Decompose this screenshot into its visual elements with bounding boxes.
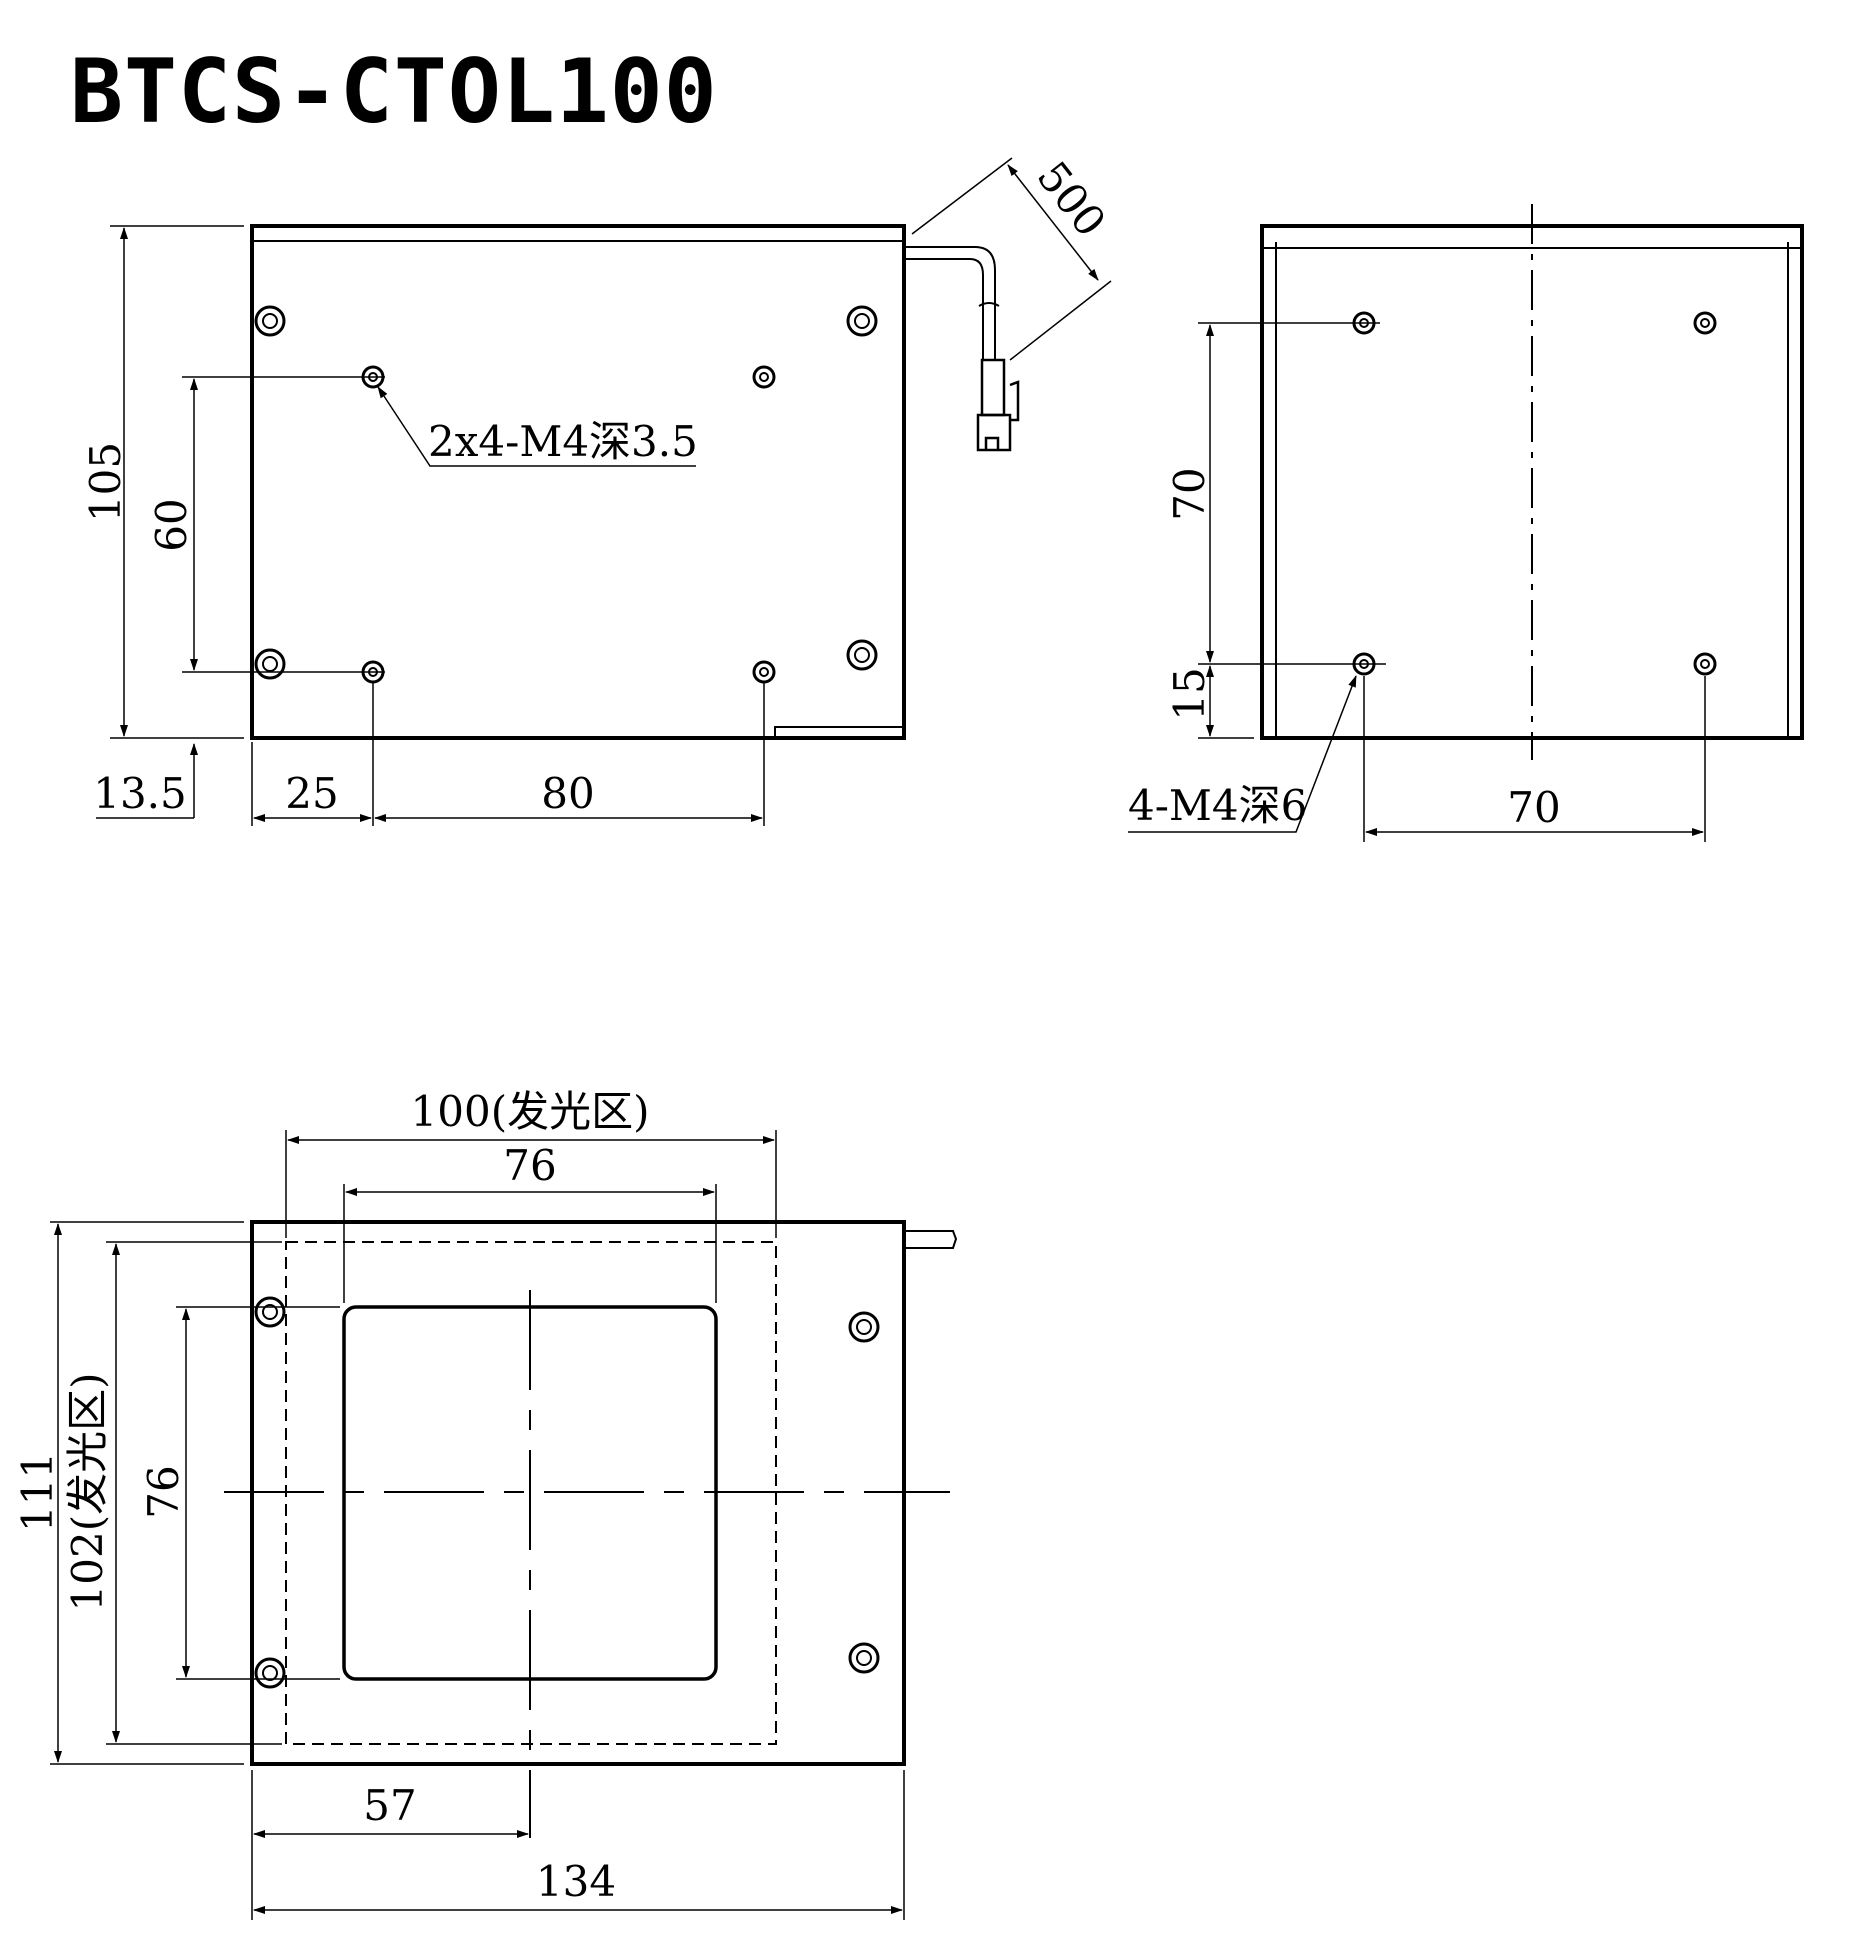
- drawing-title: BTCS-CTOL100: [70, 40, 718, 143]
- cable-dim-ext-2: [1009, 280, 1112, 361]
- bv-dim-label-134: 134: [536, 1857, 616, 1906]
- bv-dim-label-100: 100(发光区): [411, 1087, 650, 1136]
- front-view-labels: 105 60 13.5 25 80 2x4-M4深3.5 500: [81, 152, 1115, 818]
- dim-label-13-5: 13.5: [93, 769, 187, 818]
- dim-label-25: 25: [285, 769, 338, 818]
- bv-dim-label-111: 111: [13, 1452, 62, 1532]
- bv-dim-label-76-v: 76: [139, 1465, 188, 1518]
- cable: [904, 246, 996, 360]
- side-view: [1128, 204, 1804, 842]
- screw-icon: [846, 639, 878, 671]
- side-dim-label-70-h: 70: [1507, 783, 1560, 832]
- connector-icon: [976, 358, 1020, 452]
- screw-icon: [848, 1311, 880, 1343]
- hole-callout-label: 2x4-M4深3.5: [428, 417, 698, 466]
- screw-icon: [848, 1642, 880, 1674]
- side-dim-label-15: 15: [1165, 667, 1214, 720]
- side-hole-callout-label: 4-M4深6: [1128, 781, 1307, 830]
- screw-icon: [254, 1657, 286, 1689]
- hole-callout-leader: [377, 386, 696, 467]
- screw-icon: [254, 1296, 286, 1328]
- side-hole-callout-leader: [1128, 675, 1357, 833]
- screw-icon: [254, 648, 286, 680]
- front-view: [96, 157, 1112, 826]
- m4-hole-icon: [752, 660, 776, 684]
- side-dim-label-70-v: 70: [1165, 467, 1214, 520]
- cable-dim-ext-1: [911, 157, 1013, 235]
- screw-icon: [254, 305, 286, 337]
- dim-label-80: 80: [541, 769, 594, 818]
- bottom-cable-stub: [904, 1230, 958, 1249]
- dim-label-60: 60: [147, 498, 196, 551]
- bv-dim-label-102: 102(发光区): [63, 1373, 112, 1612]
- front-bottom-notch: [774, 726, 904, 738]
- bottom-view-labels: 100(发光区) 76 111 102(发光区) 76 57 134: [13, 1087, 649, 1906]
- front-body-outline: [250, 224, 906, 740]
- cable-dim-line: [1007, 164, 1099, 281]
- m4-hole-icon: [752, 365, 776, 389]
- dim-label-105: 105: [81, 442, 130, 522]
- side-view-labels: 70 15 70 4-M4深6: [1128, 467, 1561, 832]
- screw-icon: [846, 305, 878, 337]
- m4-hole-icon: [1693, 311, 1717, 335]
- bottom-view: [50, 1130, 958, 1920]
- dim-label-500: 500: [1027, 152, 1115, 245]
- cable-break-mark: [978, 302, 1000, 307]
- m4-hole-icon: [1693, 652, 1717, 676]
- bv-dim-label-76-h: 76: [503, 1141, 556, 1190]
- bv-dim-label-57: 57: [363, 1781, 416, 1830]
